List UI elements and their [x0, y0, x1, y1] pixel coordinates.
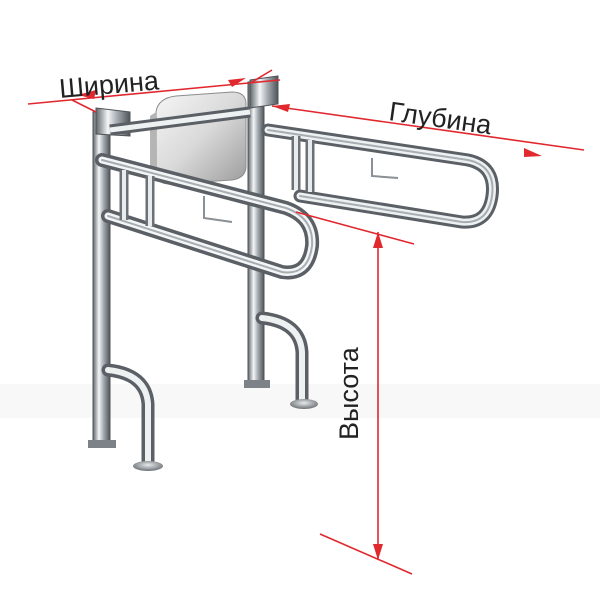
width-dimension-line	[27, 69, 281, 113]
height-dimension-line	[295, 211, 415, 575]
depth-dimension-line	[271, 104, 585, 157]
dimension-lines	[27, 69, 585, 575]
width-label: Ширина	[58, 65, 161, 104]
back-frame	[244, 75, 499, 409]
depth-label: Глубина	[387, 96, 494, 140]
front-frame	[88, 106, 320, 471]
height-label: Высота	[334, 346, 364, 440]
